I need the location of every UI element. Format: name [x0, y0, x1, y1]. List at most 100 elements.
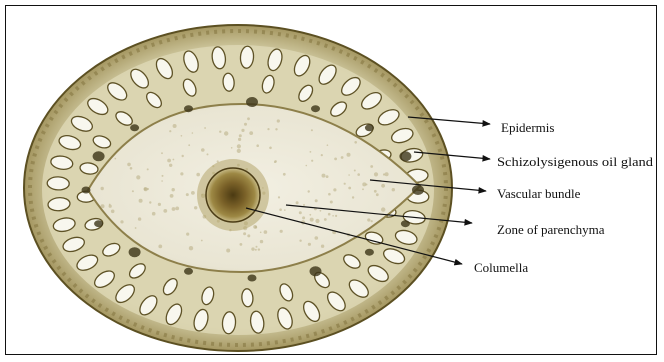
parenchyma-cell [226, 249, 230, 253]
parenchyma-cell [347, 153, 351, 157]
vascular-bundle [401, 220, 410, 227]
parenchyma-cell [278, 196, 280, 198]
parenchyma-cell [247, 234, 250, 237]
parenchyma-cell [152, 212, 156, 216]
parenchyma-cell [279, 208, 282, 211]
parenchyma-cell [144, 187, 147, 190]
oil-gland [47, 177, 69, 191]
parenchyma-cell [302, 216, 305, 219]
parenchyma-cell [231, 147, 233, 149]
parenchyma-cell [255, 249, 257, 251]
parenchyma-cell [334, 158, 337, 161]
parenchyma-cell [296, 201, 299, 204]
parenchyma-cell [139, 199, 143, 203]
parenchyma-cell [115, 158, 117, 160]
parenchyma-cell [321, 154, 323, 156]
parenchyma-cell [256, 144, 259, 147]
parenchyma-cell [255, 226, 258, 229]
label-epidermis: Epidermis [501, 120, 554, 135]
parenchyma-cell [315, 219, 319, 223]
parenchyma-cell [322, 174, 326, 178]
parenchyma-cell [381, 184, 385, 188]
parenchyma-cell [332, 215, 334, 217]
parenchyma-cell [308, 190, 310, 192]
parenchyma-cell [188, 144, 190, 146]
parenchyma-cell [371, 220, 373, 222]
parenchyma-cell [130, 167, 133, 170]
parenchyma-cell [275, 128, 277, 130]
vascular-bundle [311, 105, 320, 112]
parenchyma-cell [354, 141, 357, 144]
parenchyma-cell [357, 173, 360, 176]
parenchyma-cell [324, 218, 327, 221]
parenchyma-cell [101, 204, 105, 208]
parenchyma-cell [310, 218, 314, 222]
parenchyma-cell [169, 164, 172, 167]
parenchyma-cell [186, 233, 189, 236]
parenchyma-cell [311, 160, 313, 162]
parenchyma-cell [162, 175, 164, 177]
parenchyma-cell [196, 173, 200, 177]
parenchyma-cell [158, 245, 162, 249]
parenchyma-cell [311, 129, 313, 131]
parenchyma-cell [167, 159, 171, 163]
vascular-bundle [93, 151, 105, 161]
parenchyma-cell [182, 155, 184, 157]
parenchyma-cell [238, 138, 241, 141]
label-vascular-bundle: Vascular bundle [497, 186, 581, 201]
parenchyma-cell [327, 144, 329, 146]
parenchyma-cell [111, 210, 115, 214]
parenchyma-cell [247, 117, 250, 120]
parenchyma-cell [366, 184, 368, 186]
parenchyma-cell [283, 173, 286, 176]
parenchyma-cell [243, 232, 246, 235]
vascular-bundle [246, 97, 258, 107]
parenchyma-cell [341, 156, 344, 159]
parenchyma-cell [383, 173, 385, 175]
parenchyma-cell [335, 215, 337, 217]
parenchyma-cell [138, 217, 141, 220]
parenchyma-cell [224, 131, 228, 135]
parenchyma-cell [172, 188, 175, 191]
parenchyma-cell [109, 204, 111, 206]
parenchyma-cell [219, 131, 221, 133]
parenchyma-cell [328, 193, 331, 196]
parenchyma-cell [362, 188, 364, 190]
label-oil-gland: Schizolysigenous oil gland [497, 155, 654, 169]
parenchyma-cell [201, 240, 203, 242]
parenchyma-cell [374, 190, 377, 193]
parenchyma-cell [385, 172, 389, 176]
parenchyma-cell [260, 232, 262, 234]
parenchyma-cell [315, 199, 318, 202]
parenchyma-cell [348, 174, 350, 176]
parenchyma-cell [274, 160, 277, 163]
parenchyma-cell [260, 240, 263, 243]
parenchyma-cell [264, 230, 268, 234]
parenchyma-cell [192, 132, 194, 134]
parenchyma-cell [330, 201, 333, 204]
vascular-bundle [82, 187, 91, 194]
parenchyma-cell [207, 153, 209, 155]
parenchyma-cell [237, 149, 241, 153]
parenchyma-cell [240, 243, 243, 246]
parenchyma-cell [132, 190, 134, 192]
parenchyma-cell [239, 134, 242, 137]
parenchyma-cell [169, 130, 171, 132]
parenchyma-cell [189, 246, 193, 250]
vascular-bundle [399, 151, 411, 161]
parenchyma-cell [392, 188, 395, 191]
parenchyma-cell [163, 209, 167, 213]
parenchyma-cell [367, 218, 370, 221]
label-zone-of-parenchyma: Zone of parenchyma [497, 222, 605, 237]
parenchyma-cell [135, 227, 137, 229]
parenchyma-cell [180, 172, 183, 175]
label-columella: Columella [474, 260, 528, 275]
parenchyma-cell [321, 245, 324, 248]
vascular-bundle [248, 275, 257, 282]
parenchyma-cell [204, 127, 206, 129]
vascular-bundle [184, 268, 193, 275]
parenchyma-cell [258, 248, 260, 250]
parenchyma-cell [136, 175, 140, 179]
columella-core [206, 168, 260, 222]
vascular-bundle [412, 185, 424, 195]
